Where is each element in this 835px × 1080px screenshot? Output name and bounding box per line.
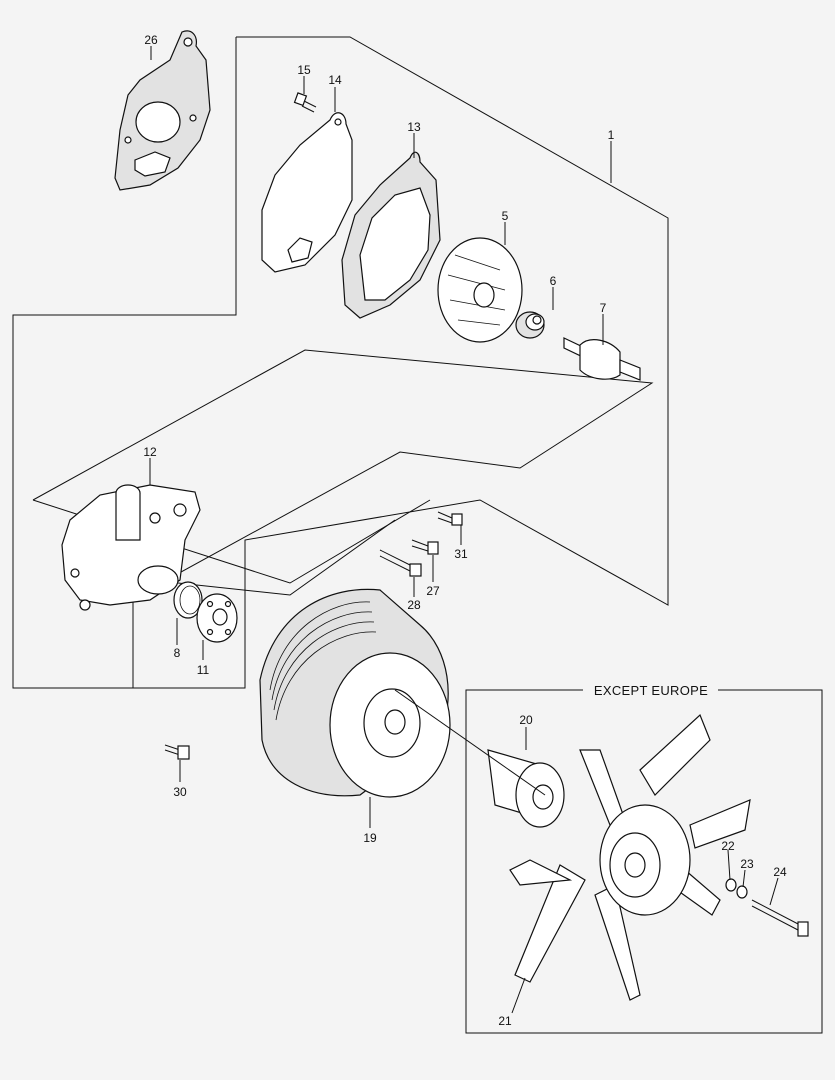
callout-20: 20 <box>519 713 533 727</box>
callout-6: 6 <box>550 274 557 288</box>
callout-labels: 26 15 14 13 1 5 6 7 12 31 27 28 8 11 30 … <box>143 33 787 1028</box>
bolt-30 <box>164 744 190 760</box>
bolt-24 <box>751 899 809 937</box>
fan-21 <box>509 713 751 1001</box>
except-europe-box: EXCEPT EUROPE <box>465 683 823 1034</box>
callout-15: 15 <box>297 63 311 77</box>
pulley-19 <box>259 588 451 798</box>
callout-7: 7 <box>600 301 607 315</box>
bolt-28 <box>379 549 422 577</box>
callout-12: 12 <box>143 445 157 459</box>
callout-27: 27 <box>426 584 440 598</box>
callout-23: 23 <box>740 857 754 871</box>
leader-lines <box>149 46 779 1014</box>
circlip-8 <box>173 581 203 619</box>
callout-24: 24 <box>773 865 787 879</box>
impeller-5 <box>437 237 523 343</box>
plate-14 <box>261 112 353 273</box>
bolt-31 <box>437 511 463 526</box>
callout-11: 11 <box>197 663 210 677</box>
shaft-bearing-7 <box>563 337 641 381</box>
callout-1: 1 <box>608 128 615 142</box>
callout-5: 5 <box>502 209 509 223</box>
seal-6 <box>515 311 545 339</box>
pump-housing-12 <box>61 484 201 611</box>
gasket-13 <box>341 151 441 319</box>
bolt-15 <box>293 92 317 113</box>
callout-30: 30 <box>173 785 187 799</box>
gasket-26 <box>114 30 211 191</box>
callout-13: 13 <box>407 120 421 134</box>
spacer-20 <box>487 749 565 828</box>
callout-26: 26 <box>144 33 158 47</box>
callout-8: 8 <box>174 646 181 660</box>
callout-21: 21 <box>498 1014 512 1028</box>
callout-14: 14 <box>328 73 342 87</box>
except-europe-title: EXCEPT EUROPE <box>594 683 708 698</box>
washer-23 <box>736 885 748 899</box>
callout-19: 19 <box>363 831 377 845</box>
bolt-27 <box>411 539 439 555</box>
callout-28: 28 <box>407 598 421 612</box>
washer-22 <box>725 878 737 892</box>
hub-flange-11 <box>196 593 238 643</box>
callout-31: 31 <box>454 547 468 561</box>
callout-22: 22 <box>721 839 735 853</box>
